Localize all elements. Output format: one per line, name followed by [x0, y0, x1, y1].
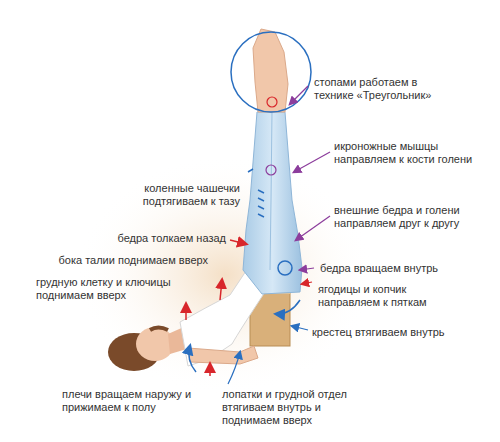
- annotation-label: бедра толкаем назад: [100, 232, 226, 245]
- annotation-label: коленные чашечки подтягиваем к тазу: [118, 182, 240, 208]
- background-glow: [75, 155, 375, 395]
- action-marks: [186, 32, 330, 384]
- annotation-label: лопатки и грудной отдел втягиваем внутрь…: [222, 388, 377, 427]
- annotation-label: бока талии поднимаем вверх: [40, 254, 208, 267]
- annotation-label: икроножные мышцы направляем к кости голе…: [334, 140, 474, 166]
- annotation-label: грудную клетку и ключицы поднимаем вверх: [36, 276, 186, 302]
- yoga-figure: [108, 29, 302, 371]
- annotation-label: внешние бедра и голени направляем друг к…: [334, 204, 479, 230]
- annotation-label: ягодицы и копчик направляем к пяткам: [318, 283, 463, 309]
- annotation-label: крестец втягиваем внутрь: [312, 326, 482, 339]
- annotation-label: стопами работаем в технике «Треугольник»: [314, 76, 444, 102]
- annotation-label: бедра вращаем внутрь: [320, 262, 470, 275]
- annotation-label: плечи вращаем наружу и прижимаем к полу: [62, 388, 202, 414]
